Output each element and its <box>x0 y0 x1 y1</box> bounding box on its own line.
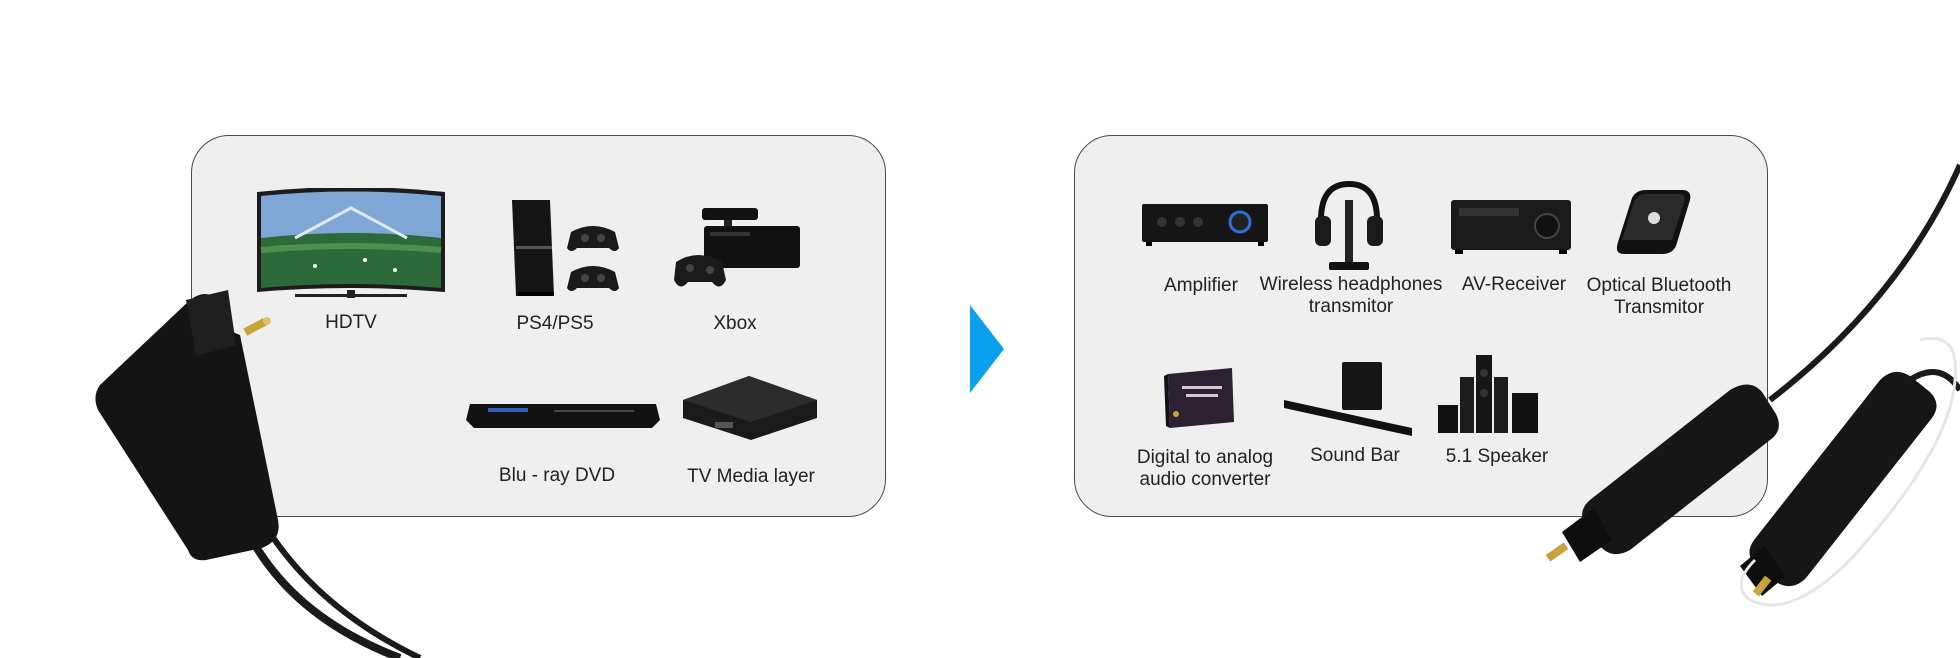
media-box-icon <box>679 372 821 442</box>
gamepad-icon <box>565 218 621 302</box>
soundbar-label: Sound Bar <box>1310 445 1400 466</box>
headphones-label: Wireless headphones transmitor <box>1260 274 1443 318</box>
converter-label-line2: audio converter <box>1139 469 1271 490</box>
xbox-icon <box>674 206 806 296</box>
speaker-label: 5.1 Speaker <box>1445 446 1549 467</box>
bluray-label: Blu - ray DVD <box>498 465 616 486</box>
xbox-label: Xbox <box>713 313 757 334</box>
av-receiver-icon <box>1449 198 1573 256</box>
bluetooth-label-line2: Transmitor <box>1613 297 1705 318</box>
converter-label: Digital to analog audio converter <box>1137 447 1273 491</box>
converter-label-line1: Digital to analog <box>1136 447 1274 468</box>
tv-icon <box>255 188 447 308</box>
amplifier-label: Amplifier <box>1164 275 1238 296</box>
bluetooth-transmitter-icon <box>1612 186 1696 260</box>
hdtv-label: HDTV <box>325 312 377 333</box>
bluray-player-icon <box>464 398 662 434</box>
av-receiver-label: AV-Receiver <box>1461 274 1567 295</box>
bluetooth-label: Optical Bluetooth Transmitor <box>1587 275 1732 319</box>
headphones-label-line1: Wireless headphones <box>1259 274 1443 295</box>
speaker-system-icon <box>1436 353 1542 435</box>
console-icon <box>508 196 618 300</box>
dac-converter-icon <box>1162 364 1238 432</box>
ps-label: PS4/PS5 <box>516 313 594 334</box>
headphones-label-line2: transmitor <box>1308 296 1394 317</box>
media-label: TV Media layer <box>687 466 815 487</box>
bluetooth-label-line1: Optical Bluetooth <box>1586 275 1732 296</box>
headphones-icon <box>1311 180 1387 272</box>
arrow-right-icon <box>970 305 1004 398</box>
soundbar-icon <box>1282 360 1416 440</box>
amplifier-icon <box>1140 200 1270 248</box>
